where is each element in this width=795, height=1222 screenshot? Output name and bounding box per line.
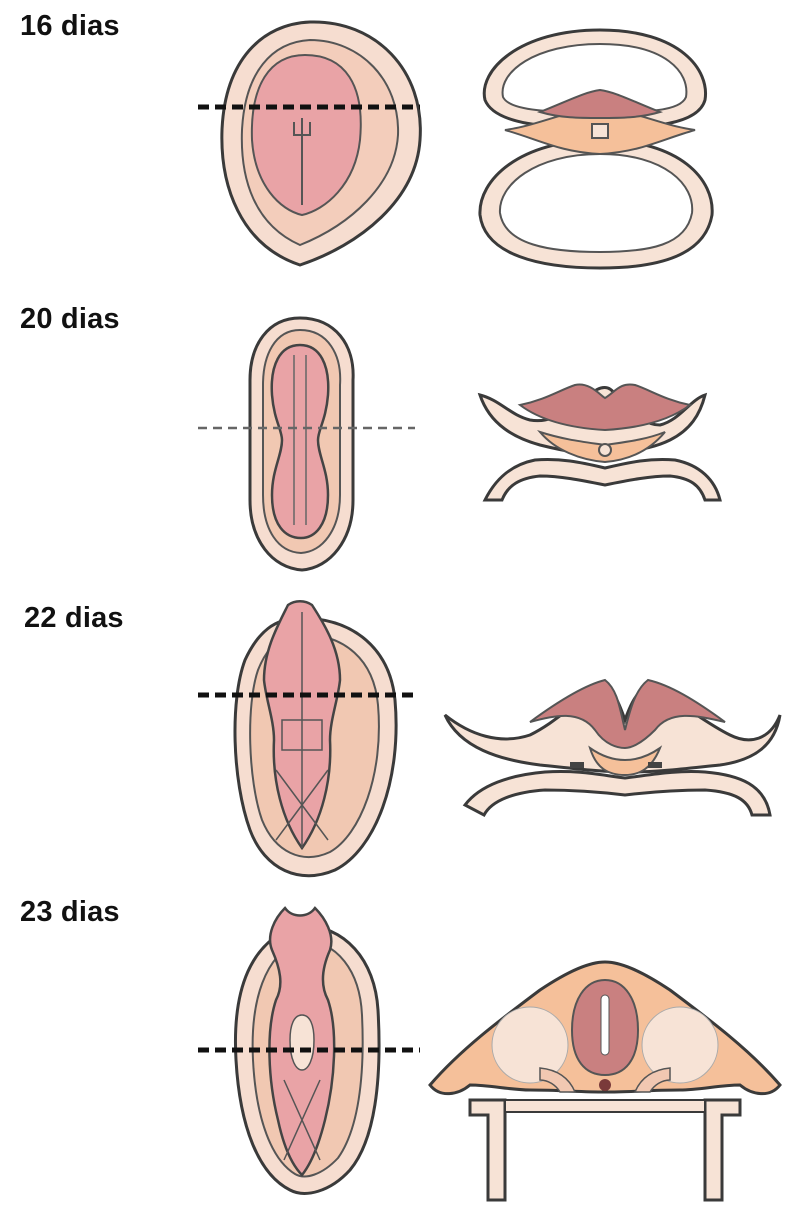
embryo-cross-section-22 (445, 680, 780, 815)
embryo-dorsal-view-20 (250, 318, 353, 570)
embryo-cross-section-23 (430, 962, 780, 1200)
embryo-dorsal-view-22 (235, 601, 396, 875)
embryo-cross-section-20 (480, 384, 720, 500)
embryo-cross-section-16 (480, 30, 712, 268)
embryo-dorsal-view-16 (222, 22, 420, 265)
